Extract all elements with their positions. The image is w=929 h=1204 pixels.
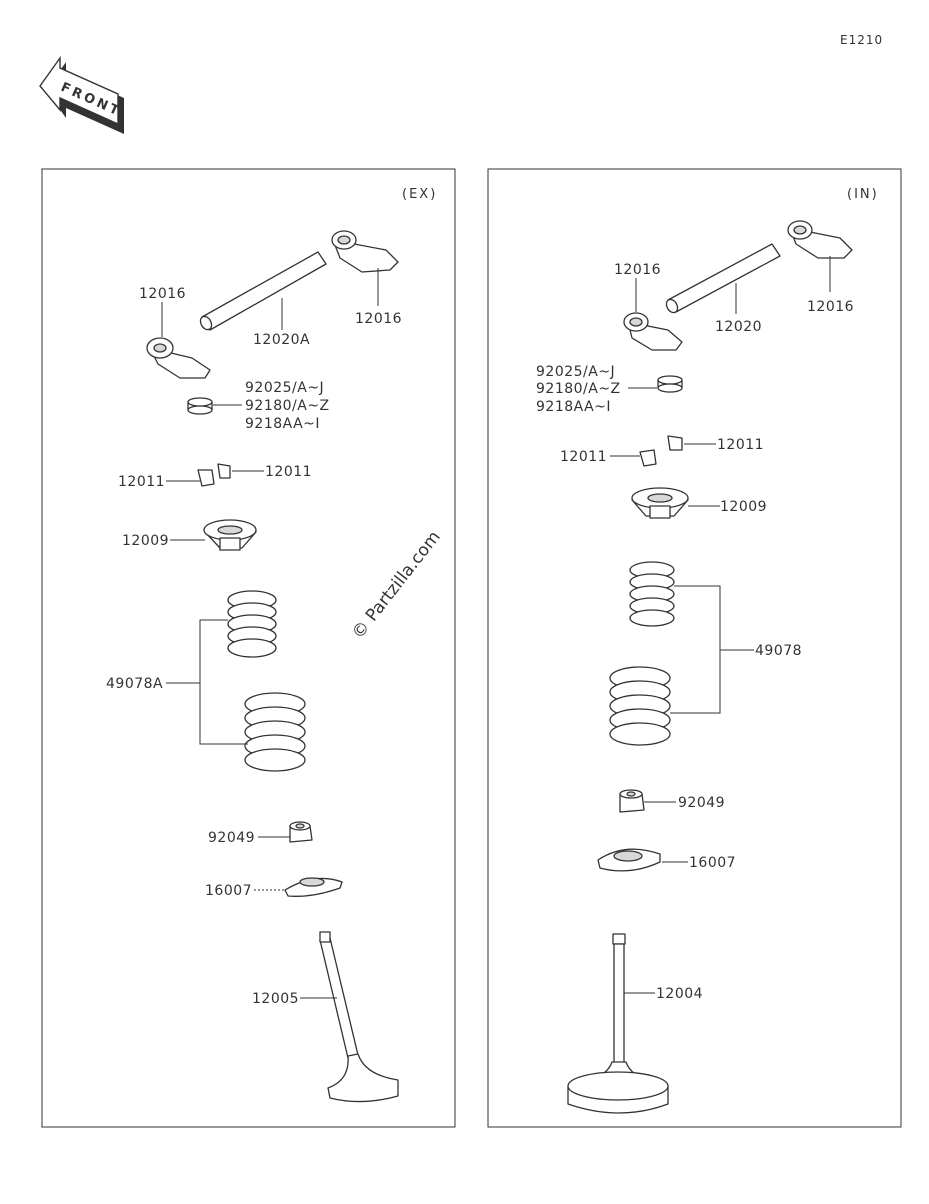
intake-label-rocker-left: 12016 xyxy=(614,262,661,278)
exhaust-label-retainer: 12009 xyxy=(122,533,169,549)
intake-label-valve: 12004 xyxy=(656,986,703,1002)
exhaust-panel: (EX) 12016 12016 12020A xyxy=(41,168,456,1128)
intake-valve-spring-inner xyxy=(629,561,675,627)
intake-label-seat: 16007 xyxy=(689,855,736,871)
intake-label-rocker-right: 12016 xyxy=(807,299,854,315)
exhaust-valve-stem-seal xyxy=(289,821,313,843)
exhaust-rocker-arm-right xyxy=(331,230,399,273)
exhaust-label-shim-2: 92180/A~Z xyxy=(245,398,330,414)
intake-valve-spring-outer xyxy=(609,666,671,746)
exhaust-label-shaft: 12020A xyxy=(253,332,310,348)
intake-keepers xyxy=(639,435,683,467)
exhaust-spring-seat xyxy=(284,877,343,897)
intake-label-shaft: 12020 xyxy=(715,319,762,335)
exhaust-label-valve: 12005 xyxy=(252,991,299,1007)
exhaust-rocker-shaft xyxy=(199,251,327,331)
intake-valve xyxy=(567,933,669,1114)
intake-label-keeper-left: 12011 xyxy=(560,449,607,465)
exhaust-keepers xyxy=(197,463,231,487)
exhaust-rocker-arm-left xyxy=(146,337,211,379)
intake-label-retainer: 12009 xyxy=(720,499,767,515)
intake-panel: (IN) 12016 12016 12020 92025/A~J xyxy=(487,168,902,1128)
intake-label-keeper-right: 12011 xyxy=(717,437,764,453)
exhaust-label-keeper-left: 12011 xyxy=(118,474,165,490)
exhaust-valve xyxy=(319,931,399,1103)
diagram-ref: E1210 xyxy=(840,33,883,47)
exhaust-shim xyxy=(187,397,213,415)
exhaust-spring-retainer xyxy=(203,519,257,551)
exhaust-label-shim-1: 92025/A~J xyxy=(245,380,324,396)
exhaust-label-rocker-right: 12016 xyxy=(355,311,402,327)
intake-shim xyxy=(657,375,683,393)
exhaust-label-shim-3: 9218AA~I xyxy=(245,416,320,432)
intake-label-shim-3: 9218AA~I xyxy=(536,399,611,415)
intake-spring-seat xyxy=(597,848,661,872)
intake-label-shim-2: 92180/A~Z xyxy=(536,381,621,397)
exhaust-valve-spring-outer xyxy=(244,692,306,772)
exhaust-label-seal: 92049 xyxy=(208,830,255,846)
exhaust-panel-frame xyxy=(41,168,456,1128)
intake-valve-stem-seal xyxy=(619,789,645,813)
exhaust-valve-spring-inner xyxy=(227,590,277,658)
intake-spring-retainer xyxy=(631,487,689,519)
front-arrow-icon: FRONT xyxy=(39,55,124,134)
exhaust-label-spring: 49078A xyxy=(106,676,163,692)
intake-label-seal: 92049 xyxy=(678,795,725,811)
exhaust-label-keeper-right: 12011 xyxy=(265,464,312,480)
intake-rocker-arm-left xyxy=(623,312,683,351)
intake-rocker-shaft xyxy=(665,243,781,314)
intake-label-shim-1: 92025/A~J xyxy=(536,364,615,380)
intake-panel-title: (IN) xyxy=(847,187,879,202)
intake-rocker-arm-right xyxy=(787,220,853,259)
watermark: © Partzilla.com xyxy=(348,527,445,643)
exhaust-label-rocker-left: 12016 xyxy=(139,286,186,302)
intake-panel-frame xyxy=(487,168,902,1128)
intake-label-spring: 49078 xyxy=(755,643,802,659)
exhaust-panel-title: (EX) xyxy=(402,187,437,202)
exhaust-label-seat: 16007 xyxy=(205,883,252,899)
